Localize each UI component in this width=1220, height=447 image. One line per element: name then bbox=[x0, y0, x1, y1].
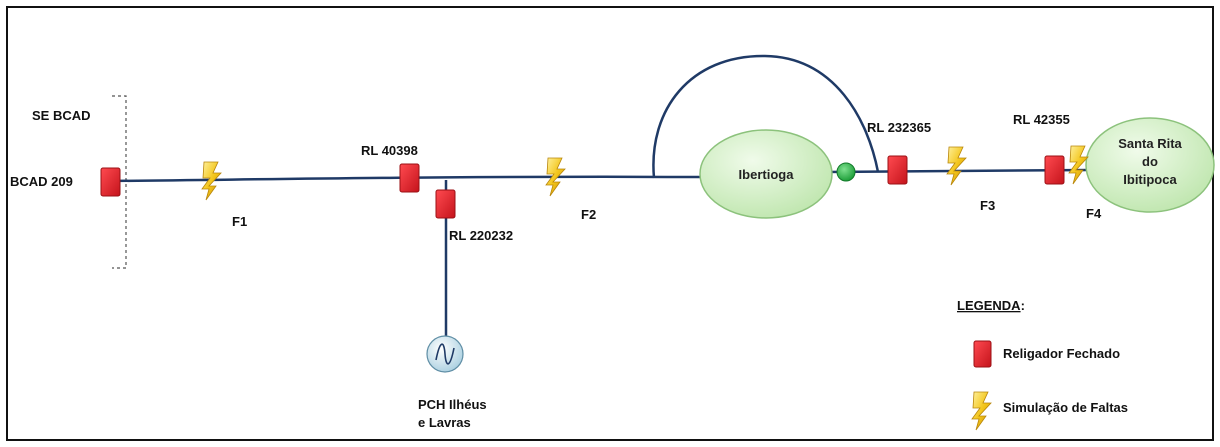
diagram-frame bbox=[6, 6, 1214, 441]
recloser-rl220232 bbox=[435, 189, 456, 219]
legend-recloser-label: Religador Fechado bbox=[1003, 346, 1120, 361]
santa-rita-line2: do bbox=[1142, 154, 1158, 169]
generator-sine bbox=[435, 343, 455, 365]
legend: LEGENDA: Religador Fechado Simulação de … bbox=[957, 298, 1128, 431]
fault-f3-bolt bbox=[946, 146, 967, 186]
recloser-rl220232-label: RL 220232 bbox=[449, 228, 513, 243]
legend-recloser-swatch bbox=[973, 340, 992, 368]
santa-rita-line1: Santa Rita bbox=[1118, 136, 1182, 151]
substation-label: SE BCAD bbox=[32, 108, 91, 123]
legend-fault-label: Simulação de Faltas bbox=[1003, 400, 1128, 415]
ibertioga-label: Ibertioga bbox=[739, 167, 795, 182]
recloser-rl40398 bbox=[399, 163, 420, 193]
fault-f4-bolt bbox=[1068, 145, 1089, 185]
recloser-bcad209 bbox=[100, 167, 121, 197]
ibertioga-node bbox=[699, 129, 833, 219]
fault-f3-label: F3 bbox=[980, 198, 995, 213]
recloser-rl42355 bbox=[1044, 155, 1065, 185]
legend-title: LEGENDA: bbox=[957, 298, 1025, 313]
legend-fault-bolt bbox=[971, 391, 992, 431]
substation-bracket bbox=[112, 95, 127, 269]
recloser-rl40398-label: RL 40398 bbox=[361, 143, 418, 158]
fault-f4-label: F4 bbox=[1086, 206, 1102, 221]
recloser-rl232365-label: RL 232365 bbox=[867, 120, 931, 135]
santa-rita-line3: Ibitipoca bbox=[1123, 172, 1177, 187]
generator-label-line1: PCH Ilhéus bbox=[418, 397, 487, 412]
feeder-lines bbox=[109, 54, 1091, 345]
main-line-segment-1 bbox=[109, 175, 701, 183]
recloser-rl42355-label: RL 42355 bbox=[1013, 112, 1070, 127]
recloser-rl232365 bbox=[887, 155, 908, 185]
switch-node bbox=[836, 162, 856, 182]
legend-title-colon: : bbox=[1021, 298, 1025, 313]
generator-label-line2: e Lavras bbox=[418, 415, 471, 430]
feeder-label: BCAD 209 bbox=[10, 174, 73, 189]
fault-f1-label: F1 bbox=[232, 214, 247, 229]
loop-line bbox=[652, 54, 880, 179]
santa-rita-node bbox=[1085, 117, 1215, 213]
fault-f2-label: F2 bbox=[581, 207, 596, 222]
legend-title-text: LEGENDA bbox=[957, 298, 1021, 313]
